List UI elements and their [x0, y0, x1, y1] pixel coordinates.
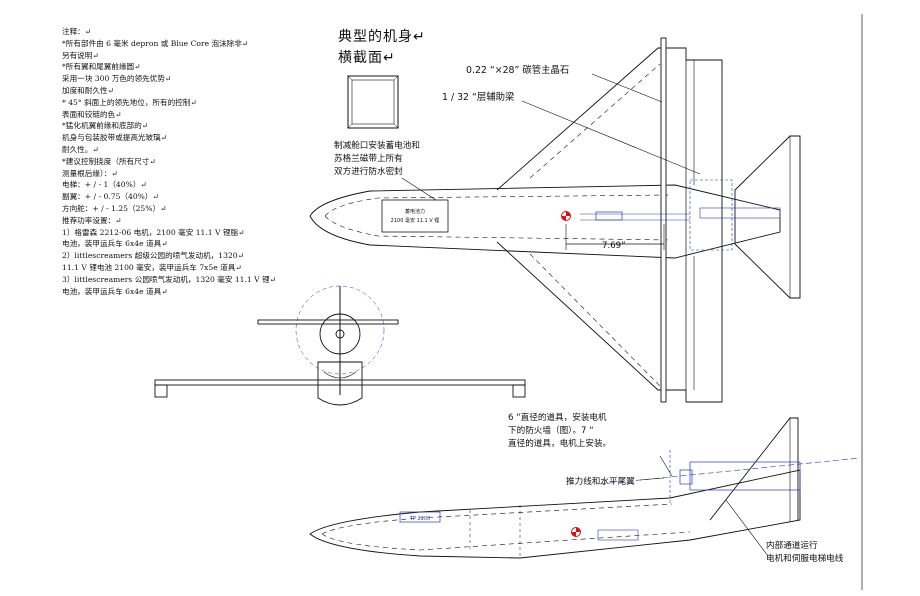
fuselage-side: [309, 469, 801, 559]
vertical-tail: [709, 417, 799, 521]
fuselage-top: [309, 184, 781, 259]
wing-outline: [496, 47, 723, 403]
battery-note-line: 双方进行防水密封: [334, 167, 403, 177]
note-line: 副翼：+ / - 0.75（40%）↵: [62, 192, 159, 202]
note-line: *建议控制挠度（所有尺寸↵: [62, 156, 156, 166]
spar-leader: [521, 100, 701, 175]
note-line: 注释：↵: [62, 27, 92, 36]
cg-marker: [561, 211, 571, 221]
construction-notes: 注释：↵ *所有部件由 6 毫米 depron 或 Blue Core 泡沫除非…: [62, 26, 322, 297]
note-line: *猛化机翼前缘和底部的↵: [62, 121, 149, 131]
firewall-note: 6 “直径的道具，安装电机 下的防火墙（图）。7 “ 直径的道具，电机上安装。: [508, 412, 611, 451]
note-line: 机身与包装胶带或提高光玻璃↵: [62, 133, 168, 143]
wing-front: [154, 379, 526, 386]
battery-note-line: 苏格兰磁带上所有: [334, 154, 403, 164]
note-line: 推荐功率设置：↵: [62, 215, 122, 225]
firewall-note-line: 直径的道具，电机上安装。: [508, 439, 612, 449]
note-line: 11.1 V 锂电池 2100 毫安，装甲运兵车 7x5e 道具↵: [62, 262, 242, 272]
cross-section-title: 典型的机身↵ 横截面↵: [338, 27, 426, 69]
battery-side: [399, 511, 441, 523]
firewall-note-line: 6 “直径的道具，安装电机: [508, 413, 607, 423]
wiring-note-line: 电机和伺服电梯电线: [766, 554, 844, 564]
firewall-note-line: 下的防火墙（图）。7 “: [508, 426, 594, 436]
fuselage-cross-section: [347, 75, 399, 129]
thrust-line-label: 推力线和水平尾翼: [566, 477, 635, 487]
note-line: 1）格雷森 2212-06 电机，2100 毫安 11.1 V 锂脂↵: [62, 227, 245, 237]
title-line: 典型的机身↵: [338, 29, 426, 45]
note-line: 表面和铰链的色↵: [62, 109, 122, 119]
note-line: 3）littlescreamers 公园喷气发动机，1320 毫安 11.1 V…: [62, 274, 277, 284]
wiring-note: 内部通道运行 电机和伺服电梯电线: [766, 540, 843, 566]
spar-leader: [591, 73, 663, 103]
cg-marker-side: [571, 527, 581, 537]
battery-box: [381, 199, 449, 233]
note-line: *所有翼和尾翼前缘圆↵: [62, 62, 141, 72]
note-line: 采用一块 300 万色的领先优势↵: [62, 74, 172, 84]
battery-note-line: 制减舱口安装蓄电池和: [334, 141, 420, 151]
side-view: [309, 417, 861, 559]
note-line: 另有说明↵: [62, 50, 99, 60]
note-line: 加度和耐久性↵: [62, 85, 114, 95]
dimension-label: 7.69”: [602, 241, 626, 251]
note-line: 测量根后缘）：↵: [62, 168, 118, 178]
note-line: 电池，装甲运兵车 6x4e 道具↵: [62, 239, 168, 249]
note-line: 2）littlescreamers 超级公园的喷气发动机，1320↵: [62, 251, 244, 261]
note-line: 耐久性。↵: [62, 144, 99, 154]
note-line: 电池，装甲运兵车 6x4e 道具↵: [62, 286, 168, 296]
stabilizer-front: [257, 319, 399, 325]
fuselage-front: [317, 361, 363, 406]
battery-side-label: TP 2100: [409, 516, 430, 522]
thrust-line: [599, 457, 861, 485]
battery-box-label: 2100 毫安 11.1 V 锂: [391, 217, 440, 224]
battery-box-label: 蓄电池力: [405, 208, 425, 215]
front-view: [154, 285, 526, 406]
note-line: * 45° 斜面上的领先地位，所有的控制↵: [62, 97, 197, 107]
note-line: 方向舵：+ / - 1.25（25%）↵: [62, 203, 167, 213]
wiring-note-line: 内部通道运行: [766, 541, 818, 551]
note-line: *所有部件由 6 毫米 depron 或 Blue Core 泡沫除非↵: [62, 38, 249, 48]
battery-note: 制减舱口安装蓄电池和 苏格兰磁带上所有 双方进行防水密封: [334, 140, 420, 179]
ply-spar-label: 1 / 32 “层辅助梁: [442, 92, 515, 103]
carbon-spar-label: 0.22 “×28” 碳管主晶石: [466, 65, 570, 76]
title-line: 横截面↵: [338, 50, 396, 66]
note-line: 电梯：+ / - 1（40%）↵: [62, 180, 147, 190]
top-view: [309, 37, 801, 403]
